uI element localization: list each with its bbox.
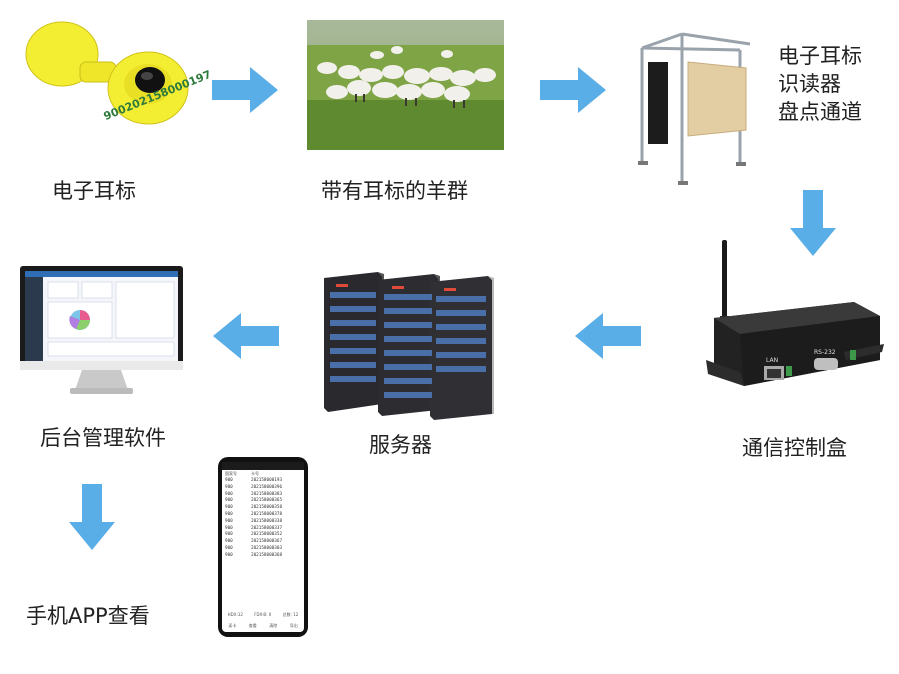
arrow-right-2 <box>540 67 606 113</box>
phone-table-body: 900 202158000193 900 202158000396 900 2021580… <box>222 478 304 560</box>
ear-tag-label: 电子耳标 <box>52 179 136 203</box>
card-number-cell: 202158000352 <box>251 532 283 538</box>
phone-action-clear[interactable]: 清除 <box>269 623 278 628</box>
table-row: 900 202158000337 <box>222 526 304 533</box>
arrow-right-1 <box>212 67 278 113</box>
country-code-cell: 900 <box>225 484 233 490</box>
card-number-cell: 202158000378 <box>251 511 283 517</box>
reader-channel-image <box>638 32 751 185</box>
country-code-cell: 900 <box>225 505 233 511</box>
country-code-cell: 900 <box>225 532 233 538</box>
card-number-cell: 202158000365 <box>251 498 283 504</box>
reader-label-line-1: 电子耳标 <box>778 44 862 68</box>
table-row: 900 202158000383 <box>222 492 304 499</box>
controller-box-image: LAN RS-232 <box>706 240 884 386</box>
phone-footer-actions: 读卡 查看 清除 导出 <box>222 623 304 629</box>
phone-action-view[interactable]: 查看 <box>248 623 257 628</box>
table-row: 900 202158000352 <box>222 532 304 539</box>
card-number-cell: 202158000396 <box>251 484 283 490</box>
reader-label-line-2: 识读器 <box>778 72 841 96</box>
table-row: 900 202158000193 <box>222 478 304 485</box>
table-row: 900 202158000367 <box>222 539 304 546</box>
reader-label-line-3: 盘点通道 <box>778 100 862 124</box>
country-code-cell: 900 <box>225 491 233 497</box>
phone-col-card: 卡号 <box>251 471 259 476</box>
country-code-cell: 900 <box>225 511 233 517</box>
software-label: 后台管理软件 <box>40 426 166 450</box>
card-number-cell: 202158000367 <box>251 539 283 545</box>
table-row: 900 202158000338 <box>222 519 304 526</box>
reader-label: 电子耳标 识读器 盘点通道 <box>778 42 862 126</box>
country-code-cell: 900 <box>225 498 233 504</box>
arrow-left-1 <box>575 313 641 359</box>
card-number-cell: 202158000193 <box>251 478 283 483</box>
card-number-cell: 202158000303 <box>251 545 283 551</box>
phone-footer-stats: HDX:12 FDX-B: 0 总数: 12 <box>222 612 304 618</box>
phone-status-bar <box>222 462 304 470</box>
server-label: 服务器 <box>369 433 432 457</box>
arrow-down-1 <box>790 190 836 256</box>
controller-port-lan: LAN <box>766 357 778 364</box>
phone-col-country: 国家号 <box>225 471 237 476</box>
card-number-cell: 202158000338 <box>251 518 283 524</box>
table-row: 900 202158000303 <box>222 546 304 553</box>
sheep-flock-label: 带有耳标的羊群 <box>321 179 468 203</box>
ear-tag-image: 900202158000197 <box>25 21 213 125</box>
phone-action-read[interactable]: 读卡 <box>228 623 237 628</box>
sheep-flock-image <box>307 20 504 150</box>
card-number-cell: 202158000383 <box>251 491 283 497</box>
country-code-cell: 900 <box>225 525 233 531</box>
country-code-cell: 900 <box>225 552 233 558</box>
country-code-cell: 900 <box>225 518 233 524</box>
table-row: 900 202158000396 <box>222 485 304 492</box>
table-row: 900 202158000365 <box>222 498 304 505</box>
arrow-left-2 <box>213 313 279 359</box>
app-label: 手机APP查看 <box>26 604 150 628</box>
server-racks-image <box>324 272 494 420</box>
card-number-cell: 202158000368 <box>251 552 283 558</box>
table-row: 900 202158000368 <box>222 553 304 560</box>
country-code-cell: 900 <box>225 539 233 545</box>
card-number-cell: 202158000337 <box>251 525 283 531</box>
phone-action-export[interactable]: 导出 <box>289 623 298 628</box>
phone-table-header: 国家号 卡号 <box>222 470 304 478</box>
monitor-image <box>20 266 183 394</box>
controller-port-rs232: RS-232 <box>814 349 836 356</box>
phone-stat-total: 总数: 12 <box>282 612 299 617</box>
country-code-cell: 900 <box>225 545 233 551</box>
country-code-cell: 900 <box>225 478 233 483</box>
card-number-cell: 202158000358 <box>251 505 283 511</box>
phone-stat-fdx: FDX-B: 0 <box>254 612 272 617</box>
table-row: 900 202158000358 <box>222 505 304 512</box>
phone-stat-hdx: HDX:12 <box>227 612 243 617</box>
controller-label: 通信控制盒 <box>742 436 847 460</box>
arrow-down-2 <box>69 484 115 550</box>
table-row: 900 202158000378 <box>222 512 304 519</box>
